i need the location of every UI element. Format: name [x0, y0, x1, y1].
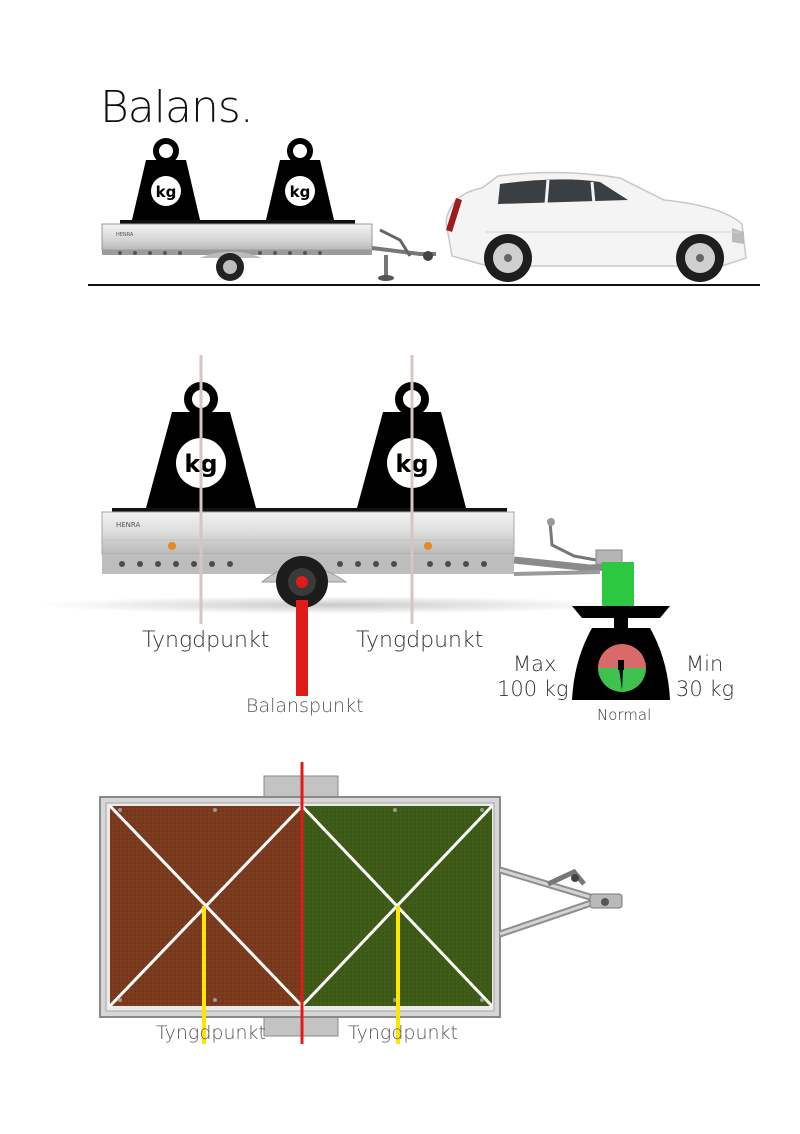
scale-normal-label: Normal [597, 706, 652, 724]
scale-min-value: 30 kg [676, 677, 735, 701]
weight-label: kg [156, 183, 177, 201]
weight-icon: kg [266, 138, 334, 220]
side-right-gravity-label: Tyngdpunkt [356, 628, 484, 653]
trailer-brand: HENRA [116, 521, 141, 529]
side-left-gravity-label: Tyngdpunkt [142, 628, 270, 653]
trailer-side-small: HENRA [101, 220, 436, 281]
top-scene: kg kg HENRA [88, 138, 760, 286]
scale-min-label: Min [686, 652, 724, 676]
page-title: Balans. [100, 82, 254, 133]
weight-label: kg [290, 183, 311, 201]
top-left-gravity-label: Tyngdpunkt [156, 1022, 266, 1044]
trailer-brand: HENRA [116, 232, 134, 238]
side-view: kg kg [40, 355, 670, 700]
scale-max-value: 100 kg [497, 677, 569, 701]
scale-max-label: Max [513, 652, 557, 676]
weight-icon: kg [132, 138, 200, 220]
scale-icon [572, 606, 670, 700]
drawbar-top [498, 866, 623, 938]
top-right-gravity-label: Tyngdpunkt [348, 1022, 458, 1044]
balance-point-label: Balanspunkt [246, 695, 364, 717]
jockey-green-block [602, 562, 634, 606]
trailer-side-large: HENRA [101, 508, 627, 608]
balance-point-bar [296, 600, 308, 696]
car-icon [445, 171, 747, 282]
floor-shadow [40, 596, 620, 614]
top-view [99, 762, 623, 1044]
